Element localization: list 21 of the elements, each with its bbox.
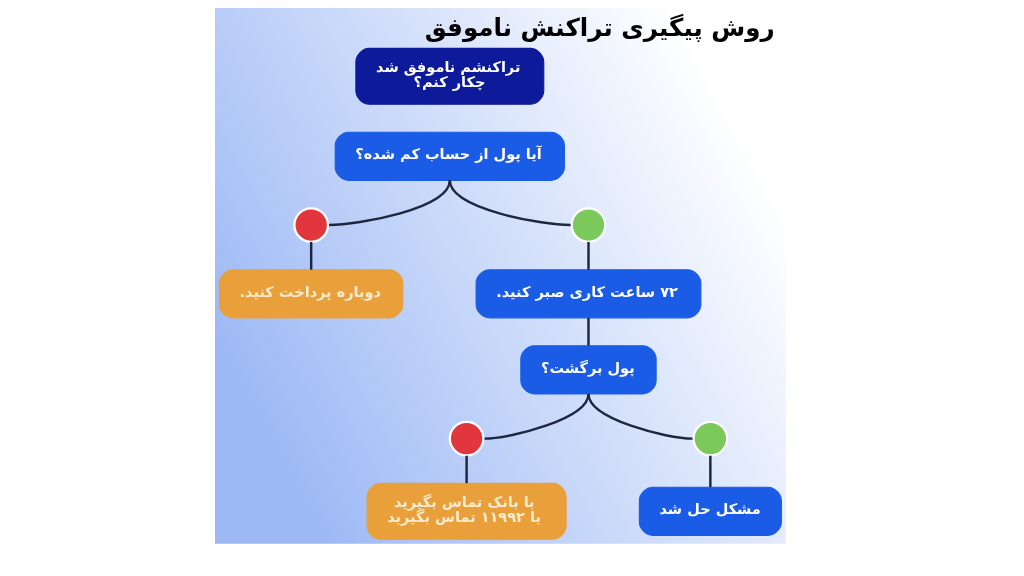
connector <box>586 393 693 440</box>
node-box: مشکل حل شد <box>638 486 782 536</box>
node-box: پول برگشت؟ <box>519 345 657 395</box>
node-circle <box>570 207 606 243</box>
node-circle <box>292 207 329 243</box>
connector <box>483 393 590 440</box>
connector <box>464 455 468 484</box>
connector <box>309 241 312 270</box>
node-box: تراکنشم ناموفق شد چکار کنم؟ <box>354 47 544 105</box>
connector <box>586 241 590 270</box>
node-box: دوباره پرداخت کنید. <box>218 269 403 319</box>
node-circle <box>448 420 484 457</box>
connector <box>448 180 571 227</box>
node-box: ۷۲ ساعت کاری صبر کنید. <box>475 269 701 319</box>
node-circle <box>691 420 728 457</box>
connector <box>328 180 451 227</box>
node-box: با بانک تماس بگیرید یا ۱۱۹۹۲ تماس بگیرید <box>366 482 567 540</box>
diagram-title: روش پیگیری تراکنش ناموفق <box>424 12 775 42</box>
connector <box>586 317 590 346</box>
node-box: آیا پول از حساب کم شده؟ <box>334 131 565 181</box>
connector <box>708 455 712 488</box>
